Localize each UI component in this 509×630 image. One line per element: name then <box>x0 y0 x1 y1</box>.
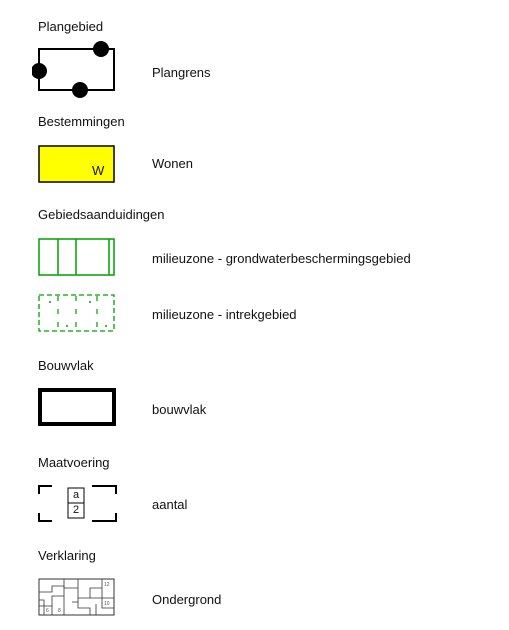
wonen-symbol <box>32 141 122 187</box>
base-map-number-6: 6 <box>46 608 49 614</box>
heading-verklaring: Verklaring <box>38 548 96 563</box>
heading-gebiedsaanduidingen: Gebiedsaanduidingen <box>38 207 165 222</box>
heading-plangebied: Plangebied <box>38 19 104 34</box>
legend-label-wonen: Wonen <box>152 156 193 171</box>
base-map-symbol: 12 10 8 6 <box>32 574 122 620</box>
heading-bestemmingen: Bestemmingen <box>38 114 125 129</box>
groundwater-zone-symbol <box>32 234 122 280</box>
building-plot-symbol <box>32 384 122 430</box>
base-map-number-8: 8 <box>58 608 61 614</box>
plangrens-symbol <box>32 38 122 98</box>
intake-zone-symbol <box>32 290 122 336</box>
heading-bouwvlak: Bouwvlak <box>38 358 94 373</box>
legend-label-groundwater-zone: milieuzone - grondwaterbeschermingsgebie… <box>152 251 411 266</box>
legend-label-bouwvlak: bouwvlak <box>152 402 207 417</box>
dimension-top-value: a <box>72 489 80 501</box>
wonen-code: W <box>92 163 105 178</box>
legend-label-intake-zone: milieuzone - intrekgebied <box>152 307 297 322</box>
heading-maatvoering: Maatvoering <box>38 455 110 470</box>
dimension-box-symbol <box>32 480 122 526</box>
legend-label-plangrens: Plangrens <box>152 65 211 80</box>
base-map-number-12: 12 <box>104 582 110 588</box>
dimension-bottom-value: 2 <box>72 504 80 516</box>
base-map-number-10: 10 <box>104 601 110 607</box>
legend-label-aantal: aantal <box>152 497 188 512</box>
legend-label-ondergrond: Ondergrond <box>152 592 222 607</box>
